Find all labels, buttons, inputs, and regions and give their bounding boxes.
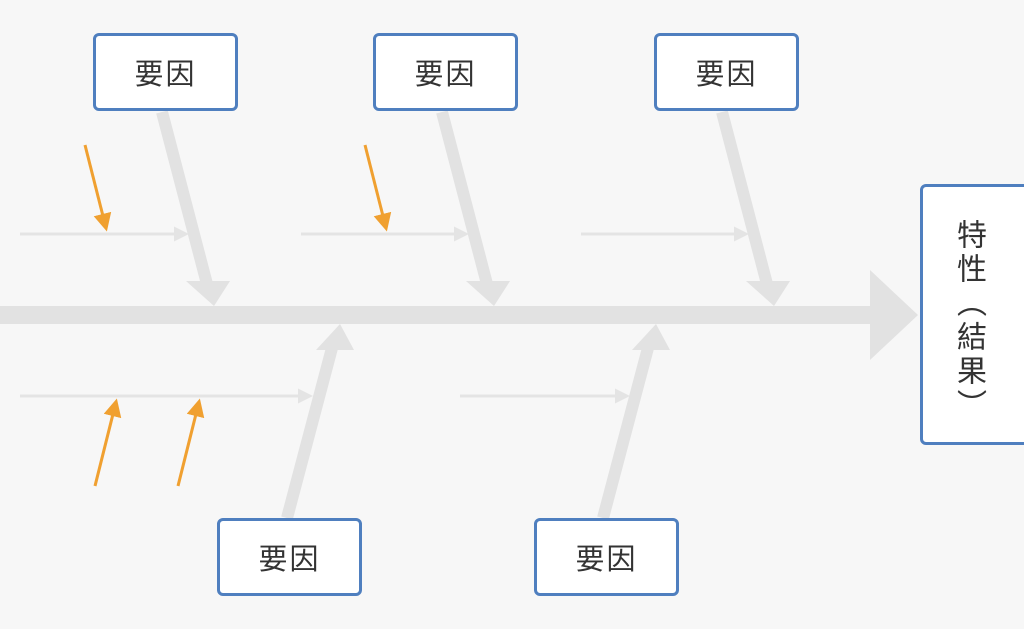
factor-box-bottom-1: 要因 — [217, 518, 362, 596]
factor-box-bottom-2: 要因 — [534, 518, 679, 596]
spine — [0, 306, 872, 324]
sub-factor-arrow-top-1 — [83, 144, 112, 232]
effect-box: 特性（結果） — [920, 184, 1024, 445]
factor-box-top-1: 要因 — [93, 33, 238, 111]
factor-label: 要因 — [695, 57, 758, 91]
main-bone-bottom-1 — [281, 324, 354, 520]
factor-label: 要因 — [575, 542, 638, 576]
sub-factor-arrow-bottom-2 — [176, 398, 205, 487]
factor-box-top-2: 要因 — [373, 33, 518, 111]
main-bone-bottom-2 — [597, 324, 670, 520]
spine-arrowhead — [870, 270, 918, 360]
factor-label: 要因 — [134, 57, 197, 91]
main-bone-top-1 — [156, 110, 230, 306]
main-bone-top-2 — [436, 110, 510, 306]
effect-label: 特性（結果） — [951, 219, 986, 423]
sub-factor-arrow-bottom-1 — [93, 398, 122, 487]
factor-label: 要因 — [414, 57, 477, 91]
sub-factor-arrow-top-2 — [363, 144, 392, 232]
main-bone-top-3 — [716, 110, 790, 306]
factor-label: 要因 — [258, 542, 321, 576]
factor-box-top-3: 要因 — [654, 33, 799, 111]
